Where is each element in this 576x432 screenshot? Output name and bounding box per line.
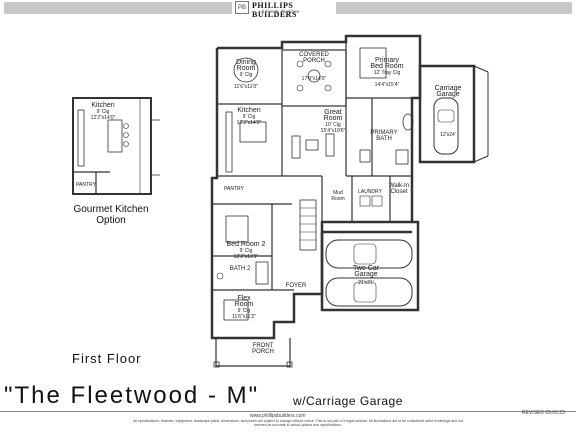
covered-porch-name-2: PORCH [303,58,325,64]
carriage-garage-name-2: Garage [436,91,460,98]
kitchen-label: Kitchen 9' Clg 12'2"x14'0" [226,107,272,126]
covered-porch-name-1: COVERED [299,52,329,58]
primary-bedroom-dims: 14'4"x15'4" [374,82,400,88]
primary-bath-label: PRIMARY BATH [370,130,398,142]
pantry-label: PANTRY [224,186,244,192]
front-porch-name-2: PORCH [252,349,274,355]
option-kitchen-ceiling: 9' Clg [96,109,110,115]
walk-in-closet-name-2: Closet [390,189,408,195]
floor-label: First Floor [72,351,142,366]
kitchen-ceiling: 9' Clg [242,114,256,120]
bed-room-2-dims: 12'2"x13'1" [233,254,259,260]
dining-room-name-2: Room [236,65,256,72]
carriage-garage-label: Carriage Garage 12'x24' [424,85,472,138]
primary-bath-name-1: PRIMARY [370,130,398,136]
bed-room-2-label: Bed Room 2 9' Clg 12'2"x13'1" [222,241,270,260]
great-room-name-1: Great [324,109,342,116]
option-caption-line-1: Gourmet Kitchen [73,204,149,215]
front-porch-label: FRONT PORCH [238,343,288,355]
two-car-garage-label: Two Car Garage 21'x21' [344,265,388,286]
great-room-label: Great Room 10' Clg 15'4"x19'6" [310,109,356,134]
plan-title: "The Fleetwood - M" [4,382,260,409]
header-rule-right [336,2,572,14]
flex-room-dims: 11'6"x11'2" [232,314,256,320]
flex-room-ceiling: 9' Clg [237,308,251,314]
brand-tagline: A Family Tradition [261,10,300,15]
mud-room-label: Mud Room [325,190,351,202]
walk-in-closet-name-1: Walk-In [388,183,410,189]
dining-room-dims: 11'6"x11'0" [234,84,258,90]
option-kitchen-name: Kitchen [91,102,115,109]
laundry-label: LAUNDRY [358,189,382,195]
bath-2-label: BATH 2 [229,266,251,272]
flex-room-name-1: Flex [237,295,251,302]
footer-website: www.phillipsbuilders.com [250,413,306,419]
dining-room-label: Dining Room 9' Clg 11'6"x11'0" [222,59,270,90]
dining-room-ceiling: 9' Clg [239,72,253,78]
logo-mark: PB [235,1,249,14]
covered-porch-label: COVERED PORCH 17'9"x14'0" [284,52,344,82]
brand-logo: PB PHILLIPS BUILDERS A Family Tradition [233,0,333,19]
flex-room-label: Flex Room 9' Clg 11'6"x11'2" [226,295,262,320]
kitchen-name: Kitchen [237,107,261,114]
option-kitchen-label: Kitchen 9' Clg 12'2"x14'0" [86,102,120,121]
main-house-plan [210,34,489,368]
bed-room-2-name: Bed Room 2 [226,241,266,248]
primary-bath-name-2: BATH [376,136,392,142]
footer-disclaimer: All specifications, features, equipment,… [133,419,463,427]
two-car-garage-name-1: Two Car [352,265,380,272]
mud-room-name-2: Room [331,196,345,202]
covered-porch-dims: 17'9"x14'0" [301,76,327,82]
revised-date: REVISED 09.06.23 [522,410,565,416]
great-room-ceiling: 10' Clg [325,122,341,128]
primary-bedroom-name-1: Primary [374,57,400,64]
option-caption-line-2: Option [96,215,126,226]
primary-bedroom-name-2: Bed Room [370,63,404,70]
mud-room-name-1: Mud [333,190,343,196]
header-bar [0,0,576,16]
flex-room-name-2: Room [234,301,254,308]
great-room-dims: 15'4"x19'6" [320,128,346,134]
header-rule-left [4,2,232,14]
plan-subtitle: w/Carriage Garage [293,394,403,408]
two-car-garage-dims: 21'x21' [358,280,374,286]
gourmet-kitchen-option-plan [72,97,160,195]
two-car-garage-name-2: Garage [354,271,378,278]
carriage-garage-dims: 12'x24' [440,132,456,138]
primary-bedroom-label: Primary Bed Room 12' Tray Clg 14'4"x15'4… [356,57,418,88]
primary-bedroom-ceiling: 12' Tray Clg [373,70,401,76]
front-porch-name-1: FRONT [252,343,274,349]
option-kitchen-dims: 12'2"x14'0" [90,115,116,121]
walk-in-closet-label: Walk-In Closet [386,183,412,195]
car-drawings [325,97,459,307]
gourmet-kitchen-option-caption: Gourmet Kitchen Option [56,204,166,226]
footer-divider [0,411,576,412]
bed-room-2-ceiling: 9' Clg [239,248,253,254]
great-room-name-2: Room [323,115,343,122]
carriage-garage-name-1: Carriage [434,85,462,92]
brand-name: PHILLIPS BUILDERS [252,1,297,19]
option-pantry-label: PANTRY [76,182,96,188]
dining-room-name-1: Dining [236,59,256,66]
kitchen-dims: 12'2"x14'0" [236,120,262,126]
foyer-label: FOYER [285,283,307,289]
